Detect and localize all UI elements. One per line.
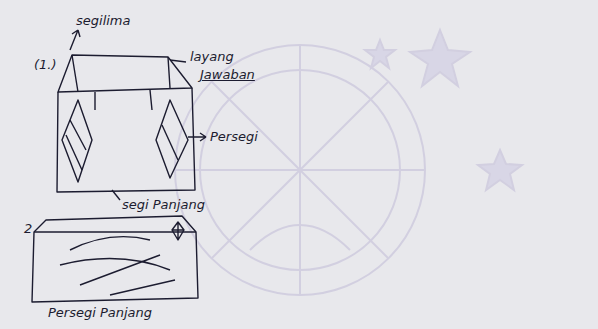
part-label: segilima bbox=[76, 14, 131, 28]
part-label: Persegi bbox=[210, 130, 258, 144]
figure-number: 2 bbox=[24, 222, 32, 236]
part-label: Persegi Panjang bbox=[48, 306, 152, 320]
part-label: segi Panjang bbox=[122, 198, 205, 212]
answer-heading: Jawaban bbox=[200, 68, 255, 82]
figure-one bbox=[57, 30, 206, 200]
watermark bbox=[175, 30, 522, 295]
part-label: layang bbox=[190, 50, 234, 64]
figure-two bbox=[32, 216, 198, 302]
figure-number: (1.) bbox=[34, 58, 57, 72]
